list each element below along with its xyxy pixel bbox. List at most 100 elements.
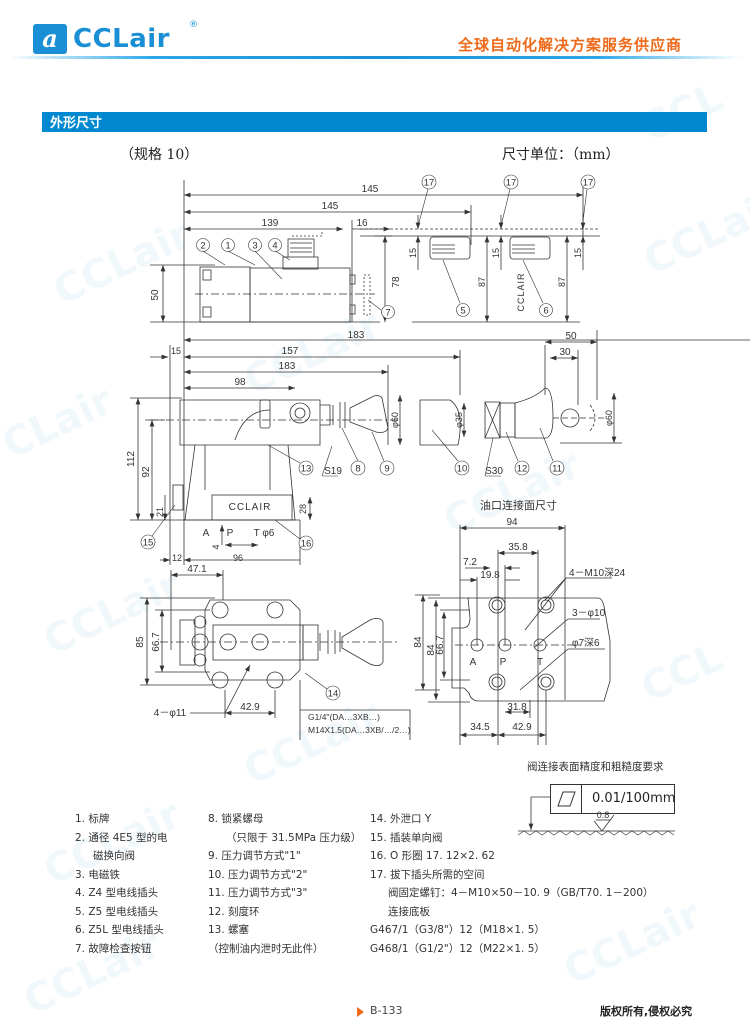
svg-text:14: 14	[328, 689, 339, 700]
legend-item: 3. 电磁铁	[75, 868, 120, 881]
logo-mark-icon: a	[33, 24, 67, 54]
svg-text:34.5: 34.5	[470, 722, 490, 733]
svg-text:17: 17	[424, 178, 435, 189]
legend-item: 6. Z5L 型电线插头	[75, 924, 164, 936]
svg-text:A: A	[470, 657, 477, 668]
svg-text:10: 10	[457, 464, 468, 475]
legend-item: 14. 外泄口 Y	[370, 813, 432, 825]
svg-text:85: 85	[135, 636, 146, 648]
svg-text:19.8: 19.8	[480, 570, 500, 581]
svg-text:0.8: 0.8	[597, 810, 610, 820]
svg-text:12: 12	[517, 464, 528, 475]
svg-text:96: 96	[233, 553, 243, 563]
svg-text:φ7深6: φ7深6	[572, 637, 600, 649]
legend-col-2: 8. 锁紧螺母 （只限于 31.5MPa 压力级） 9. 压力调节方式"1" 1…	[208, 810, 361, 958]
svg-text:87: 87	[557, 277, 567, 287]
svg-text:15: 15	[408, 248, 418, 258]
svg-text:8: 8	[355, 464, 360, 475]
svg-text:183: 183	[279, 361, 296, 372]
svg-text:47.1: 47.1	[187, 564, 207, 575]
legend-item: 4. Z4 型电线插头	[75, 887, 159, 899]
svg-text:112: 112	[126, 451, 137, 467]
plan-view: 47.1 14 4－φ11 42.9 85 66.7 84 G1/4"(DA…3…	[135, 564, 440, 740]
svg-text:T φ6: T φ6	[254, 528, 275, 539]
legend-item: 2. 通径 4E5 型的电	[75, 831, 168, 844]
copyright: 版权所有,侵权必究	[600, 1005, 693, 1018]
section-title-bar: 外形尺寸	[42, 112, 707, 132]
legend-item: 磁换向阀	[93, 850, 135, 862]
svg-text:7: 7	[385, 308, 390, 319]
svg-text:157: 157	[282, 346, 299, 357]
page-arrow-icon	[357, 1007, 364, 1017]
spec-label: （规格 10）	[120, 147, 199, 163]
svg-text:9: 9	[384, 464, 389, 475]
surface-symbol: 0.8	[517, 796, 675, 836]
header-divider	[8, 56, 742, 59]
svg-text:φ35: φ35	[454, 412, 464, 428]
tolerance-value: 0.01/100mm	[592, 791, 676, 806]
svg-text:78: 78	[391, 276, 402, 288]
svg-text:145: 145	[362, 184, 379, 195]
svg-text:84: 84	[413, 636, 424, 648]
page-number: B-133	[370, 1004, 403, 1017]
legend-item: （控制油内泄时无此件）	[208, 942, 324, 955]
svg-text:66.7: 66.7	[435, 635, 446, 655]
svg-text:87: 87	[477, 277, 487, 287]
svg-text:98: 98	[234, 377, 246, 388]
svg-text:16: 16	[356, 218, 368, 229]
page-header: a CCLair ® 全球自动化解决方案服务供应商	[0, 0, 750, 60]
legend-item: G468/1（G1/2"）12（M22×1. 5）	[370, 942, 545, 955]
svg-text:84: 84	[426, 644, 437, 656]
svg-text:φ60: φ60	[390, 412, 400, 428]
svg-text:S30: S30	[485, 466, 503, 477]
svg-text:4－φ11: 4－φ11	[154, 708, 187, 719]
svg-text:6: 6	[543, 306, 548, 317]
mounting-face-title: 油口连接面尺寸	[480, 498, 557, 512]
svg-text:21: 21	[155, 507, 165, 517]
slogan: 全球自动化解决方案服务供应商	[457, 36, 682, 54]
svg-text:17: 17	[506, 178, 517, 189]
svg-text:15: 15	[143, 538, 154, 549]
flatness-title: 阀连接表面精度和粗糙度要求	[527, 761, 664, 773]
svg-text:φ60: φ60	[604, 410, 614, 426]
svg-text:CCLAIR: CCLAIR	[229, 502, 272, 513]
svg-text:145: 145	[322, 201, 339, 212]
legend-item: 16. O 形圈 17. 12×2. 62	[370, 850, 495, 862]
svg-text:3－φ10: 3－φ10	[572, 608, 606, 619]
svg-text:139: 139	[262, 218, 279, 229]
svg-text:31.8: 31.8	[507, 702, 527, 713]
svg-text:12: 12	[172, 553, 182, 563]
svg-text:1: 1	[225, 241, 230, 252]
svg-text:92: 92	[141, 466, 152, 478]
svg-text:35.8: 35.8	[508, 542, 528, 553]
svg-text:3: 3	[252, 241, 257, 252]
legend-item: 17. 拔下插头所需的空间	[370, 868, 485, 881]
brand-name: CCLair	[73, 24, 171, 54]
svg-text:16: 16	[301, 539, 312, 550]
svg-text:2: 2	[200, 241, 205, 252]
svg-text:5: 5	[460, 306, 465, 317]
svg-text:4: 4	[272, 241, 277, 252]
registered-mark: ®	[189, 20, 198, 30]
svg-text:7.2: 7.2	[463, 557, 477, 568]
svg-text:A: A	[203, 528, 210, 539]
svg-text:50: 50	[150, 289, 161, 301]
svg-text:15: 15	[573, 248, 583, 258]
svg-text:17: 17	[583, 178, 594, 189]
legend-item: G467/1（G3/8"）12（M18×1. 5）	[370, 924, 545, 936]
svg-text:66.7: 66.7	[151, 632, 162, 652]
legend-item: 阀固定螺钉：4－M10×50－10. 9（GB/T70. 1－200）	[388, 887, 654, 899]
legend-item: 1. 标牌	[75, 813, 110, 825]
legend-col-1: 1. 标牌 2. 通径 4E5 型的电 磁换向阀 3. 电磁铁 4. Z4 型电…	[75, 810, 168, 958]
legend-item: 13. 螺塞	[208, 924, 250, 936]
svg-text:CCLAIR: CCLAIR	[516, 272, 526, 311]
legend-item: （只限于 31.5MPa 压力级）	[226, 831, 362, 844]
svg-text:P: P	[227, 528, 234, 539]
svg-text:4: 4	[211, 544, 221, 549]
svg-text:15: 15	[171, 346, 181, 356]
unit-label: 尺寸单位：（mm）	[502, 147, 620, 163]
legend-item: 5. Z5 型电线插头	[75, 905, 159, 918]
legend-item: 9. 压力调节方式"1"	[208, 850, 301, 862]
